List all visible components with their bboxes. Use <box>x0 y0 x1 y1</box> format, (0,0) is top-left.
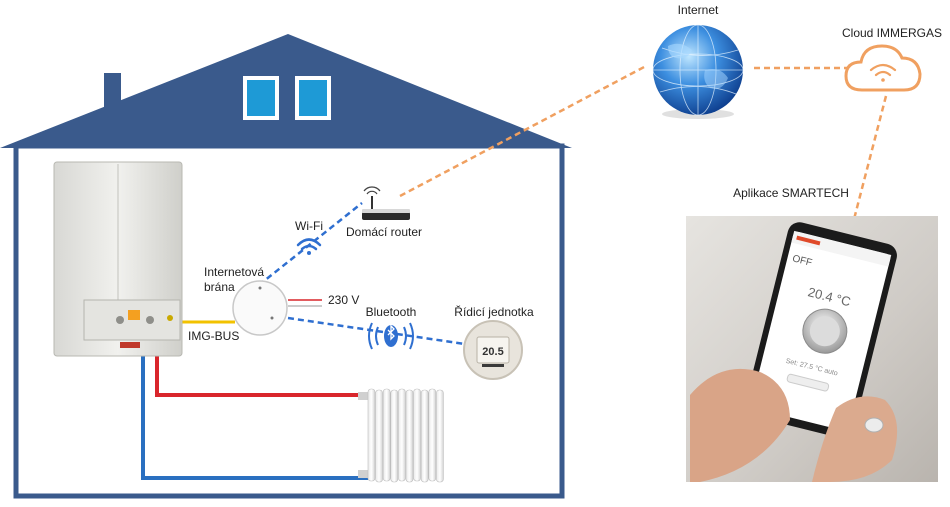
bluetooth-label: Bluetooth <box>366 305 417 319</box>
house-roof <box>0 34 572 148</box>
cloud-label: Cloud IMMERGAS <box>842 26 942 40</box>
controller-label: Řídicí jednotka <box>454 304 534 319</box>
cloud-icon <box>844 44 922 92</box>
roof-window-left <box>243 76 279 120</box>
router-internet-link <box>399 64 647 198</box>
smartphone-photo <box>686 216 938 482</box>
radiator-fin <box>405 389 414 483</box>
boiler <box>53 161 183 357</box>
internet-label: Internet <box>678 3 719 17</box>
wifi-icon <box>296 238 322 255</box>
router <box>362 186 410 220</box>
globe-icon <box>652 24 744 119</box>
router-signal-icon <box>363 186 381 195</box>
cloud-wifi-icon <box>869 63 897 82</box>
phone-status: OFF <box>791 253 813 269</box>
img-bus-label: IMG-BUS <box>188 329 239 343</box>
radiator <box>358 388 444 483</box>
radiator-fin <box>413 388 421 482</box>
red-pipe <box>155 356 368 397</box>
radiator-fin <box>375 389 383 483</box>
radiator-fin <box>382 388 391 482</box>
bluetooth-icon <box>368 322 414 350</box>
gateway-label-line1: Internetová <box>204 265 264 279</box>
connections <box>141 64 888 480</box>
radiator-fin <box>420 389 429 483</box>
radiator-fin <box>428 388 437 482</box>
blue-pipe <box>141 356 368 480</box>
wifi-label: Wi-Fi <box>295 219 323 233</box>
app-label: Aplikace SMARTECH <box>733 186 849 200</box>
wifi-link <box>258 202 363 286</box>
internet-gateway <box>232 280 288 336</box>
gateway-label-line2: brána <box>204 280 235 294</box>
radiator-fin <box>367 388 376 482</box>
radiator-fin <box>436 389 444 483</box>
router-label: Domácí router <box>346 225 422 239</box>
radiator-fin <box>390 389 399 483</box>
radiator-fin <box>398 388 406 482</box>
voltage-label: 230 V <box>328 293 359 307</box>
controller-unit <box>463 320 523 380</box>
roof-window-right <box>295 76 331 120</box>
controller-display-temp: 20.5 <box>482 346 503 358</box>
